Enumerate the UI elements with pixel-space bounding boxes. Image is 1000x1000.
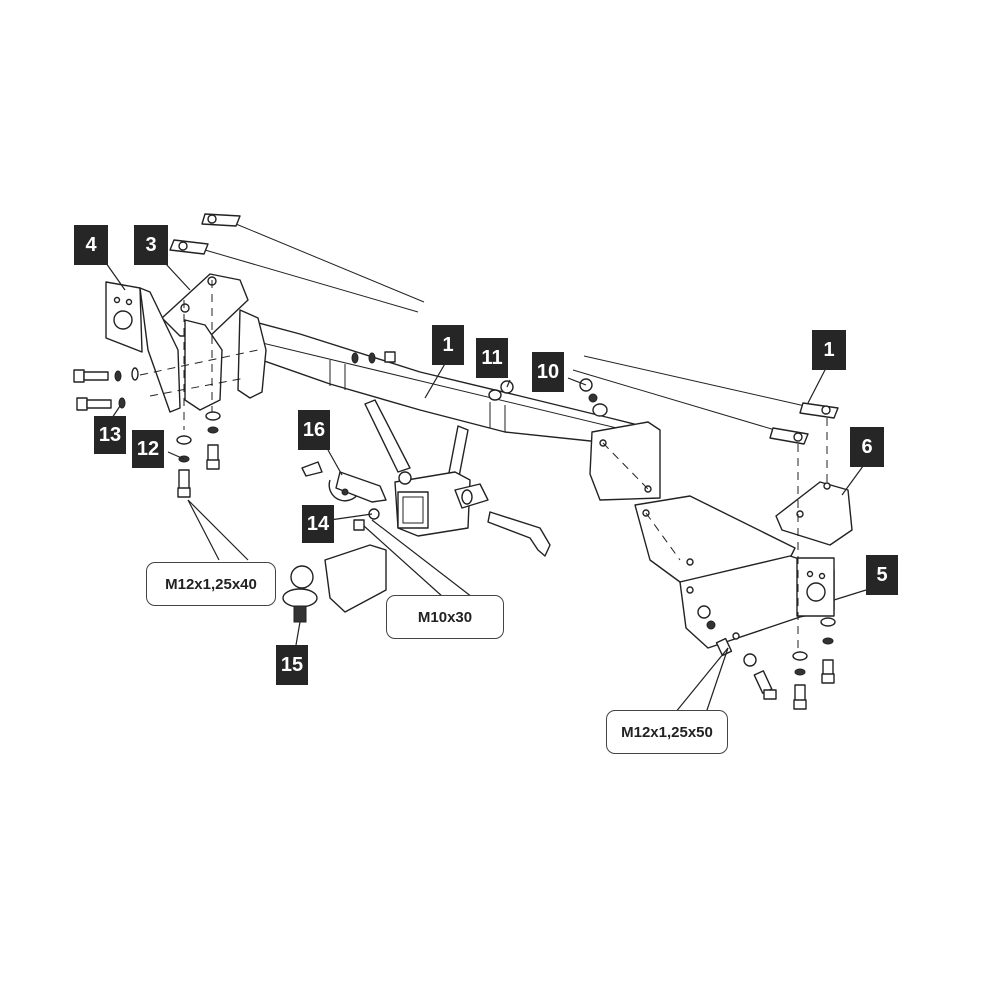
rod-left-upper (201, 213, 425, 303)
callout-part-14: 14 (302, 505, 334, 543)
bracket-6 (775, 481, 853, 546)
bolt-left-vertical-2 (205, 411, 221, 470)
bolt-spec-m12x1-25x40: M12x1,25x40 (146, 562, 276, 606)
bolt-right-angled-2 (743, 653, 777, 700)
callout-part-12: 12 (132, 430, 164, 468)
bolt-left-lower (76, 397, 126, 411)
callout-part-10: 10 (532, 352, 564, 392)
bracket-right-upper (589, 421, 661, 501)
bolt-spec-m10x30: M10x30 (386, 595, 504, 639)
bracket-5 (679, 555, 835, 649)
bolt-left-vertical-1 (176, 435, 192, 498)
receiver-hitch (364, 399, 551, 557)
socket-plate-16 (301, 461, 387, 503)
callout-part-1-right: 1 (812, 330, 846, 370)
bolt-right-angled-1 (697, 605, 733, 657)
callout-part-16: 16 (298, 410, 330, 450)
leader-lines (105, 262, 867, 714)
main-crossbar (239, 317, 656, 445)
bracket-4 (105, 281, 181, 413)
rod-right-upper (583, 355, 839, 419)
bolt-left-upper (73, 367, 139, 383)
callout-part-11: 11 (476, 338, 508, 378)
ball-mount-15 (282, 544, 387, 623)
bolt-right-vertical-1 (792, 651, 808, 710)
rod-left-lower (169, 239, 419, 313)
callout-part-6: 6 (850, 427, 884, 467)
callout-part-1-center: 1 (432, 325, 464, 365)
callout-part-15: 15 (276, 645, 308, 685)
callout-part-4: 4 (74, 225, 108, 265)
callout-part-5: 5 (866, 555, 898, 595)
bolt-14 (353, 508, 380, 531)
bolt-spec-m12x1-25x50: M12x1,25x50 (606, 710, 728, 754)
callout-part-13: 13 (94, 416, 126, 454)
rod-right-lower (572, 369, 809, 445)
callout-part-3: 3 (134, 225, 168, 265)
bolt-right-vertical-2 (820, 617, 836, 684)
fastener-bar-left (351, 351, 396, 364)
